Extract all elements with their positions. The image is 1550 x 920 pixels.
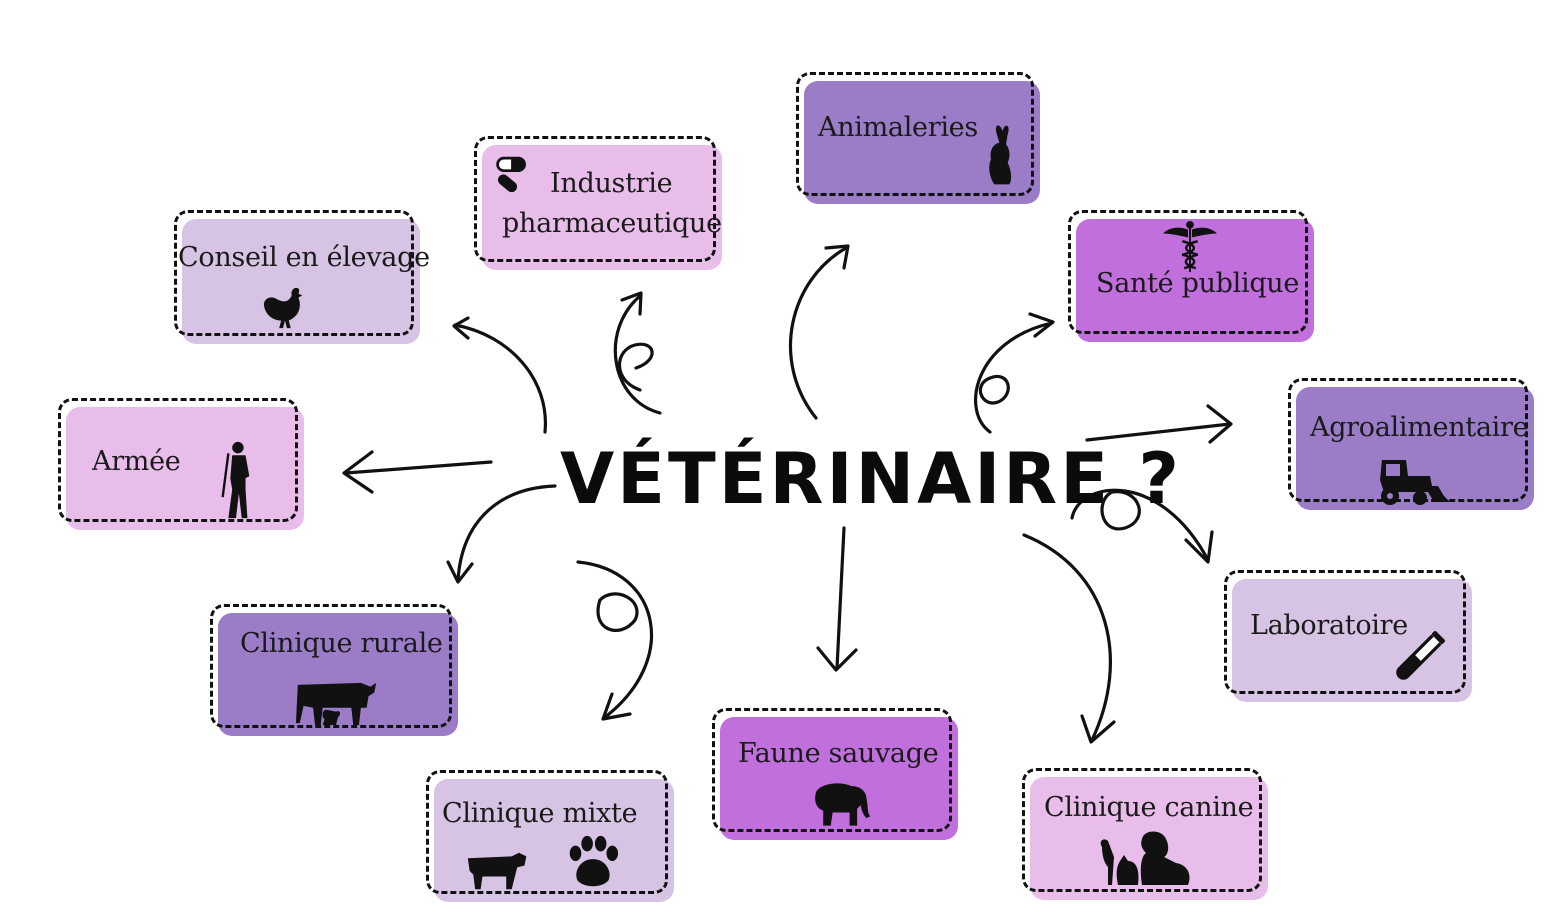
card-sante[interactable]: Santé publique <box>1068 210 1314 342</box>
arrow-to-mixte <box>576 560 654 720</box>
card-laboratoire[interactable]: Laboratoire <box>1224 570 1472 702</box>
card-label: Conseil en élevage <box>178 242 430 273</box>
card-label: Clinique mixte <box>442 798 638 829</box>
pets-icon <box>1100 831 1190 885</box>
arrow-to-rurale <box>456 484 557 582</box>
arrow-to-industrie <box>613 294 662 415</box>
paw-icon <box>569 835 619 887</box>
arrow-to-laboratoire <box>1070 488 1210 562</box>
card-agro[interactable]: Agroalimentaire <box>1288 378 1534 510</box>
card-label: Animaleries <box>818 112 978 143</box>
card-mixte[interactable]: Clinique mixte <box>426 770 674 902</box>
arrow-to-conseil <box>453 323 547 434</box>
elephant-icon <box>815 783 871 826</box>
cow-icon <box>467 852 527 890</box>
card-label: Faune sauvage <box>738 738 939 769</box>
card-label: Agroalimentaire <box>1310 412 1529 443</box>
card-industrie[interactable]: Industrie pharmaceutique <box>474 136 722 270</box>
center-title: VÉTÉRINAIRE ? <box>560 438 1183 520</box>
farm-animals-icon <box>295 682 377 725</box>
caduceus-icon <box>1163 220 1217 273</box>
arrow-to-sante <box>974 321 1054 434</box>
rabbit-icon <box>989 125 1012 185</box>
card-label: Santé publique <box>1096 268 1300 299</box>
card-rurale[interactable]: Clinique rurale <box>210 604 458 736</box>
soldier-icon <box>221 441 250 519</box>
card-label-line2: pharmaceutique <box>502 208 722 239</box>
test-tube-icon <box>1396 631 1445 680</box>
card-conseil[interactable]: Conseil en élevage <box>174 210 430 344</box>
tractor-icon <box>1380 460 1450 505</box>
card-faune[interactable]: Faune sauvage <box>712 708 958 840</box>
arrow-to-animaleries <box>788 246 848 420</box>
pills-icon <box>496 156 526 193</box>
card-label: Clinique rurale <box>240 628 443 659</box>
arrow-to-faune <box>835 526 846 670</box>
card-label-line1: Industrie <box>550 168 673 199</box>
hen-icon <box>263 287 303 329</box>
card-armee[interactable]: Armée <box>58 398 304 530</box>
card-label: Armée <box>92 446 181 477</box>
arrow-to-canine <box>1022 533 1112 742</box>
card-animaleries[interactable]: Animaleries <box>796 72 1040 204</box>
card-label: Laboratoire <box>1250 610 1408 641</box>
arrow-to-agro <box>1085 422 1232 442</box>
arrow-to-armee <box>344 460 493 475</box>
card-canine[interactable]: Clinique canine <box>1022 768 1268 900</box>
card-label: Clinique canine <box>1044 792 1254 823</box>
